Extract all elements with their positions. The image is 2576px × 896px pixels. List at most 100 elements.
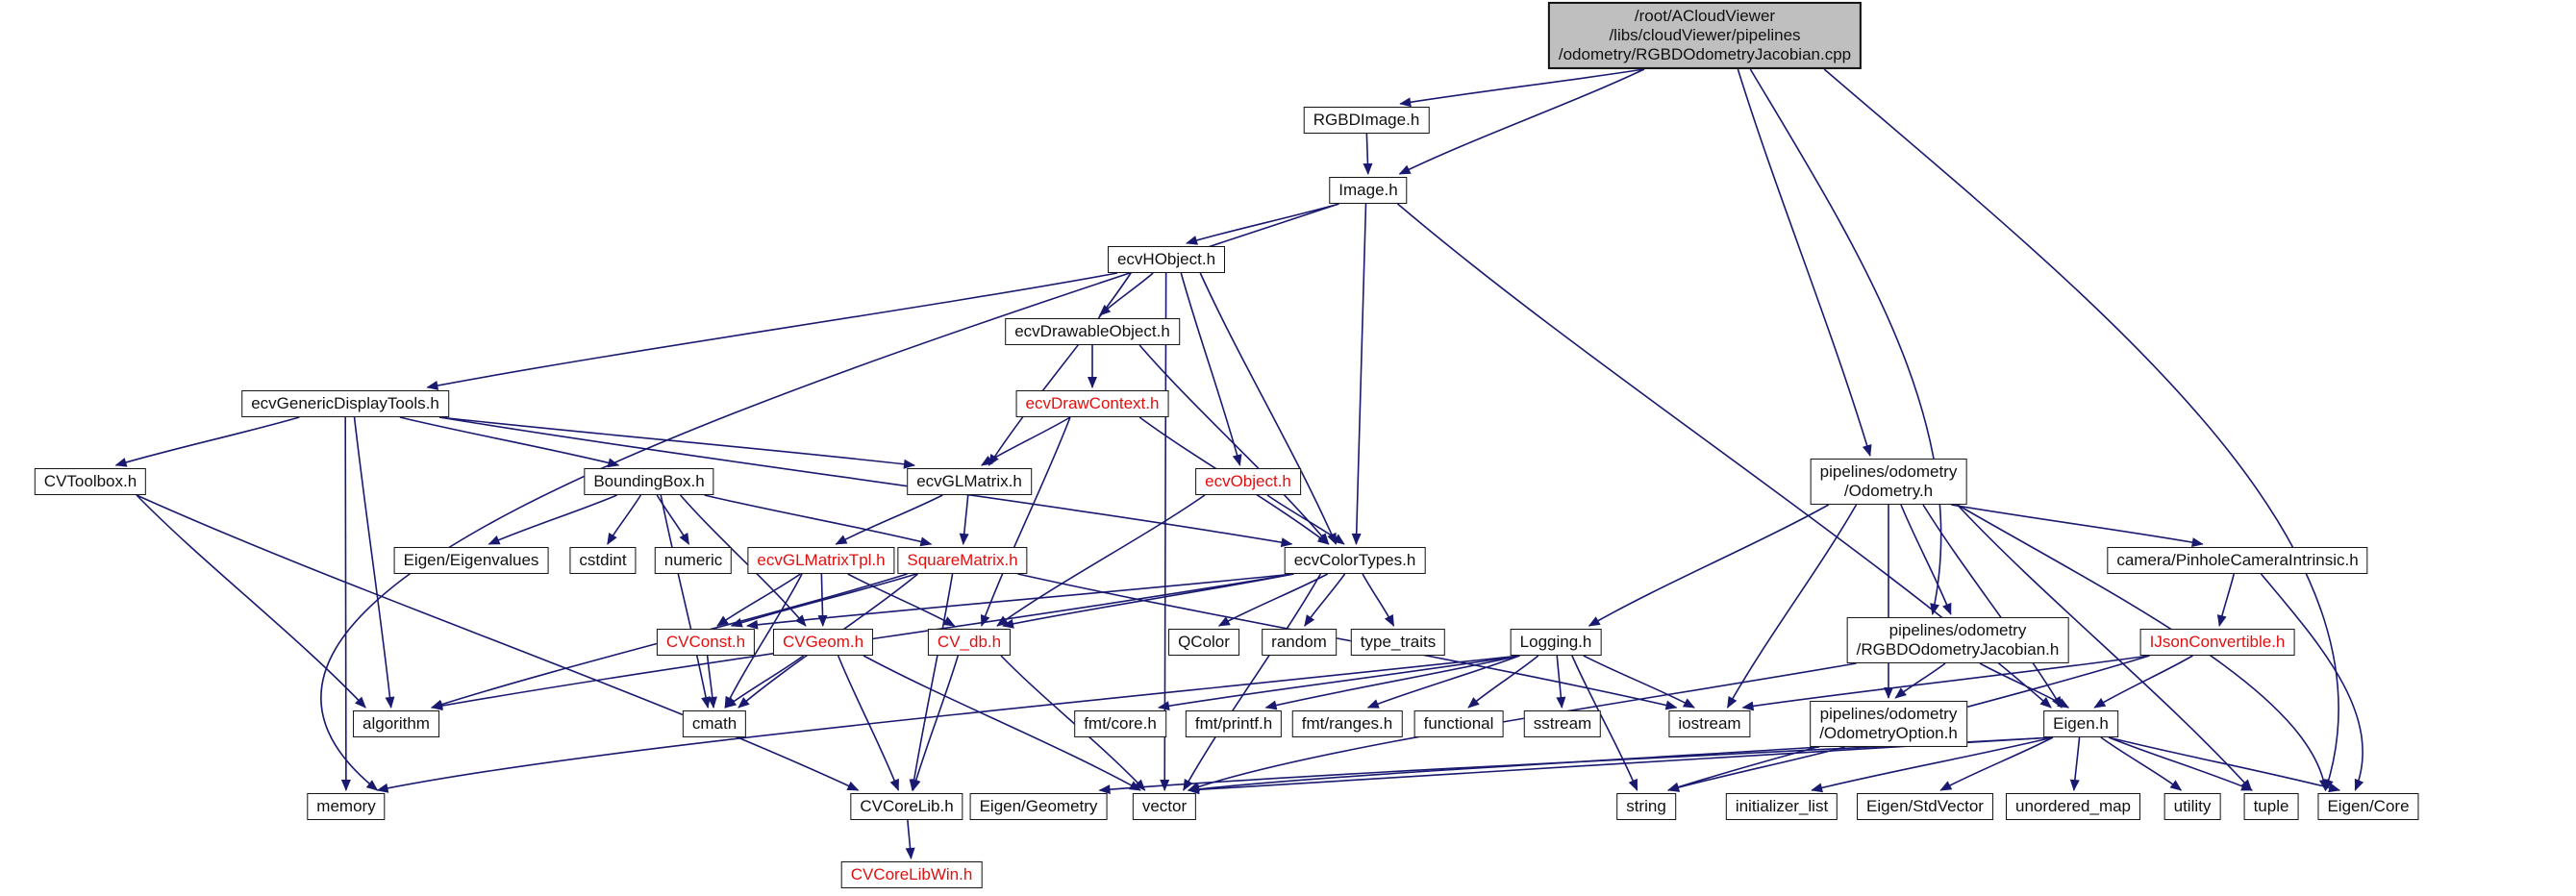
graph-node-label: ecvGLMatrix.h [916, 471, 1022, 490]
graph-node-label: /Odometry.h [1843, 482, 1934, 500]
graph-edge [724, 655, 805, 709]
graph-edge [1366, 655, 1520, 709]
graph-node-numeric[interactable]: numeric [654, 546, 733, 575]
graph-node-cstdint[interactable]: cstdint [569, 546, 637, 575]
graph-node-bbox[interactable]: BoundingBox.h [584, 467, 714, 496]
graph-edge [1000, 655, 1146, 791]
graph-edge [376, 655, 1520, 793]
graph-edge [2216, 573, 2235, 627]
graph-node-cvconst[interactable]: CVConst.h [656, 628, 756, 657]
graph-node-iostream[interactable]: iostream [1668, 709, 1751, 738]
graph-node-unorderedmap[interactable]: unordered_map [2005, 792, 2141, 821]
graph-node-cvcorelibwin[interactable]: CVCoreLibWin.h [840, 860, 983, 889]
graph-node-initlist[interactable]: initializer_list [1725, 792, 1838, 821]
graph-node-cvtoolbox[interactable]: CVToolbox.h [34, 467, 147, 496]
graph-node-random[interactable]: random [1262, 628, 1337, 657]
graph-edge [706, 655, 717, 709]
graph-node-ijson[interactable]: IJsonConvertible.h [2139, 628, 2295, 657]
graph-node-drawcontext[interactable]: ecvDrawContext.h [1015, 389, 1169, 418]
graph-node-sstream[interactable]: sstream [1523, 709, 1602, 738]
graph-node-qcolor[interactable]: QColor [1168, 628, 1239, 657]
graph-node-functional[interactable]: functional [1413, 709, 1504, 738]
graph-node-typetraits[interactable]: type_traits [1350, 628, 1446, 657]
graph-node-algorithm[interactable]: algorithm [353, 709, 439, 738]
graph-node-label: functional [1423, 713, 1494, 733]
graph-edge [730, 573, 917, 628]
graph-edge [399, 416, 620, 468]
graph-edge [1741, 655, 2150, 711]
graph-node-eigengeometry[interactable]: Eigen/Geometry [969, 792, 1108, 821]
graph-node-label: Image.h [1338, 180, 1398, 199]
graph-node-label: /RGBDOdometryJacobian.h [1856, 640, 2060, 659]
graph-edge [746, 573, 1294, 630]
graph-node-label: Logging.h [1519, 632, 1592, 651]
graph-node-label: Eigen/Core [2327, 796, 2410, 815]
graph-node-gendisplay[interactable]: ecvGenericDisplayTools.h [241, 389, 449, 418]
graph-node-cvgeom[interactable]: CVGeom.h [772, 628, 874, 657]
graph-edge [1667, 746, 1845, 792]
graph-node-cvdb[interactable]: CV_db.h [927, 628, 1012, 657]
graph-node-image[interactable]: Image.h [1329, 176, 1408, 205]
graph-node-drawable[interactable]: ecvDrawableObject.h [1005, 317, 1180, 346]
graph-node-eigencore[interactable]: Eigen/Core [2317, 792, 2419, 821]
graph-node-memory[interactable]: memory [307, 792, 386, 821]
graph-edge [1264, 655, 1520, 710]
graph-node-eigen_h[interactable]: Eigen.h [2043, 709, 2118, 738]
graph-node-fmtranges[interactable]: fmt/ranges.h [1291, 709, 1403, 738]
graph-node-fmtprintf[interactable]: fmt/printf.h [1185, 709, 1283, 738]
graph-node-label: Eigen.h [2053, 713, 2109, 733]
graph-edge [488, 494, 618, 545]
graph-node-glmatrix[interactable]: ecvGLMatrix.h [907, 467, 1032, 496]
graph-node-string[interactable]: string [1616, 792, 1676, 821]
graph-node-squarematrix[interactable]: SquareMatrix.h [897, 546, 1028, 575]
graph-edge [1304, 573, 1346, 627]
graph-node-label: /root/ACloudViewer [1634, 6, 1776, 25]
graph-node-label: algorithm [363, 713, 430, 733]
graph-node-glmatrixtpl[interactable]: ecvGLMatrixTpl.h [747, 546, 895, 575]
graph-node-label: ecvHObject.h [1116, 249, 1216, 268]
graph-node-label: ecvGLMatrixTpl.h [757, 550, 886, 569]
graph-edge [1823, 68, 2339, 791]
graph-node-tuple[interactable]: tuple [2243, 792, 2299, 821]
graph-node-label: CV_db.h [937, 632, 1002, 651]
graph-node-label: Eigen/Eigenvalues [403, 550, 539, 569]
graph-node-eigenstdvector[interactable]: Eigen/StdVector [1857, 792, 1993, 821]
graph-node-rgbdjac_h[interactable]: pipelines/odometry/RGBDOdometryJacobian.… [1846, 616, 2069, 664]
graph-node-label: RGBDImage.h [1313, 110, 1420, 129]
graph-edge [1158, 655, 1520, 711]
graph-edge [679, 494, 807, 627]
graph-edge [704, 494, 933, 547]
graph-node-hobject[interactable]: ecvHObject.h [1107, 245, 1226, 274]
graph-node-cpp: /root/ACloudViewer/libs/cloudViewer/pipe… [1547, 1, 1863, 70]
graph-edge [1138, 344, 1330, 545]
graph-edge [320, 203, 1339, 791]
graph-node-odometry[interactable]: pipelines/odometry/Odometry.h [1810, 458, 1967, 506]
graph-edge [136, 494, 366, 709]
graph-node-label: cmath [691, 713, 738, 733]
graph-node-cmath[interactable]: cmath [682, 709, 747, 738]
graph-node-eigenvalues[interactable]: Eigen/Eigenvalues [393, 546, 549, 575]
graph-edge [2093, 655, 2193, 709]
graph-edge [837, 655, 900, 791]
graph-node-rgbdimage[interactable]: RGBDImage.h [1303, 106, 1430, 135]
graph-node-fmtcore[interactable]: fmt/core.h [1074, 709, 1166, 738]
graph-node-pinhole[interactable]: camera/PinholeCameraIntrinsic.h [2107, 546, 2368, 575]
graph-node-label: CVConst.h [665, 632, 746, 651]
graph-node-label: QColor [1178, 632, 1230, 651]
graph-edge [1266, 494, 1345, 545]
graph-edge [1737, 68, 1872, 457]
graph-node-label: camera/PinholeCameraIntrinsic.h [2116, 550, 2359, 569]
graph-node-label: Eigen/Geometry [979, 796, 1098, 815]
graph-node-ecvobject[interactable]: ecvObject.h [1195, 467, 1301, 496]
graph-node-vector[interactable]: vector [1132, 792, 1197, 821]
graph-node-logging[interactable]: Logging.h [1510, 628, 1602, 657]
graph-node-label: ecvDrawableObject.h [1014, 321, 1170, 340]
graph-edge [114, 416, 300, 467]
graph-node-colortypes[interactable]: ecvColorTypes.h [1284, 546, 1426, 575]
graph-node-cvcorelib[interactable]: CVCoreLib.h [850, 792, 963, 821]
graph-edge [996, 494, 1206, 627]
graph-node-utility[interactable]: utility [2163, 792, 2221, 821]
graph-node-odooption[interactable]: pipelines/odometry/OdometryOption.h [1810, 700, 1967, 748]
